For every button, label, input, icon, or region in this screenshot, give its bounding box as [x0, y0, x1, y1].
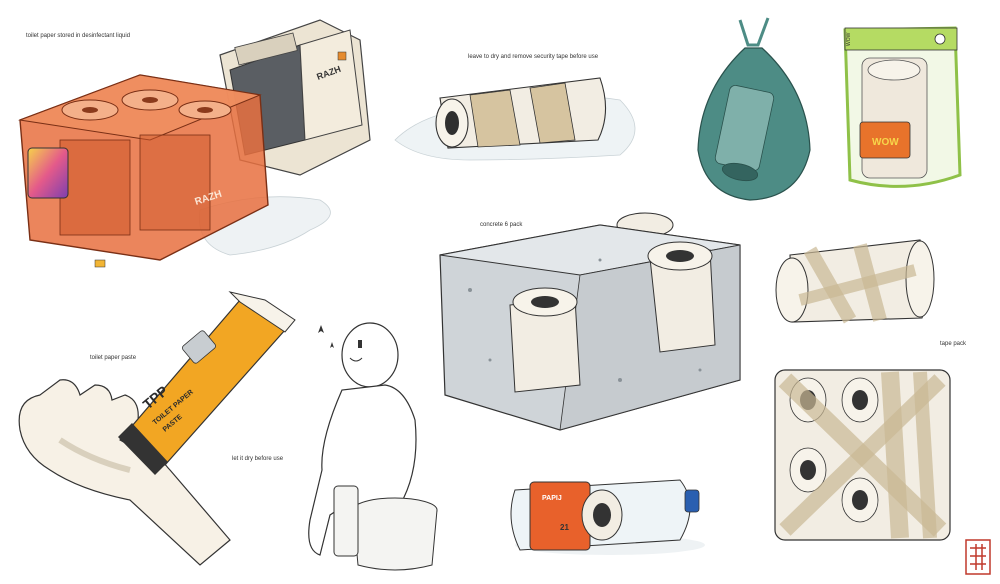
character-on-toilet [308, 322, 438, 571]
disinfectant-case: RAZH RAZH [18, 19, 371, 268]
bottle-with-roll: PAPIJ 21 [510, 479, 705, 555]
artist-seal [965, 539, 991, 575]
pouch-side: WOW [846, 32, 852, 46]
zip-pouch: WOW WOW [843, 26, 962, 188]
taped-roll [394, 77, 636, 161]
tape-roll-top [775, 239, 935, 324]
bottle-label: PAPIJ [542, 495, 562, 502]
caption-tape-pack: tape pack [940, 341, 967, 347]
garbage-bag [697, 17, 811, 201]
pouch-badge: WOW [872, 137, 899, 148]
caption-paste: toilet paper paste [90, 355, 137, 361]
tape-pack-bundle [774, 369, 951, 541]
caption-concrete: concrete 6 pack [480, 222, 523, 228]
bottle-number: 21 [560, 523, 569, 532]
concrete-block [439, 212, 741, 431]
caption-security-tape: leave to dry and remove security tape be… [468, 54, 599, 60]
caption-dry: let it dry before use [232, 456, 284, 462]
hand-with-paste: TPP TOILET PAPER PASTE [18, 291, 296, 566]
caption-disinfectant: toilet paper stored in desinfectant liqu… [26, 33, 131, 39]
case-screen [27, 147, 69, 199]
